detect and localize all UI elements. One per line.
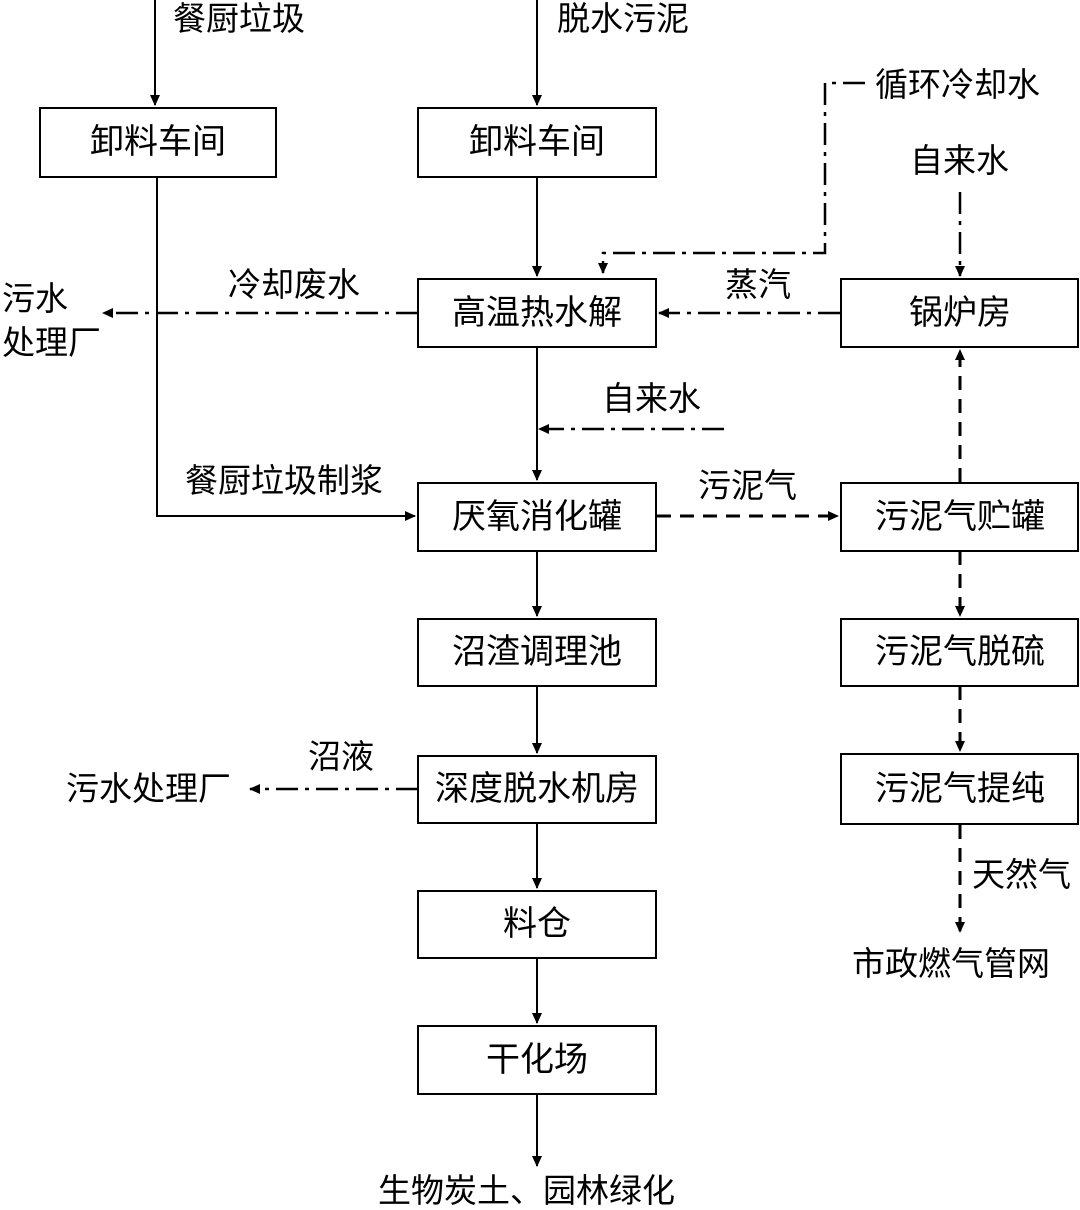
box-digester: 厌氧消化罐 (417, 482, 657, 552)
box-unload-sludge: 卸料车间 (417, 107, 657, 178)
svg-text:厌氧消化罐: 厌氧消化罐 (452, 497, 622, 537)
label-natural-gas: 天然气 (972, 855, 1071, 894)
svg-text:料仓: 料仓 (503, 904, 571, 944)
box-boiler: 锅炉房 (840, 278, 1079, 348)
label-wastewater-plant-1a: 污水 (2, 279, 68, 318)
svg-text:高温热水解: 高温热水解 (452, 293, 622, 333)
label-cooling-water: 循环冷却水 (875, 65, 1040, 104)
svg-text:沼渣调理池: 沼渣调理池 (452, 632, 622, 672)
svg-text:卸料车间: 卸料车间 (469, 122, 605, 162)
label-food-waste-in: 餐厨垃圾 (173, 0, 305, 38)
box-silo: 料仓 (417, 890, 657, 959)
label-final-use: 生物炭土、园林绿化 (378, 1171, 675, 1210)
label-cooling-wastewater: 冷却废水 (228, 265, 360, 304)
svg-text:污泥气贮罐: 污泥气贮罐 (875, 497, 1045, 537)
arrow-food-slurry (156, 178, 416, 521)
line-cooling-water (598, 81, 865, 274)
label-wastewater-plant-2: 污水处理厂 (66, 769, 231, 808)
label-tapwater-digester: 自来水 (602, 379, 701, 418)
label-biogas: 污泥气 (698, 466, 797, 505)
box-hydrolysis: 高温热水解 (417, 278, 657, 348)
svg-text:深度脱水机房: 深度脱水机房 (435, 769, 639, 809)
box-dewater: 深度脱水机房 (417, 755, 657, 824)
label-food-slurry: 餐厨垃圾制浆 (185, 461, 383, 500)
box-purify: 污泥气提纯 (840, 753, 1079, 825)
label-gas-grid: 市政燃气管网 (852, 944, 1050, 983)
label-biogas-liquid: 沼液 (308, 737, 374, 776)
box-residue-pool: 沼渣调理池 (417, 618, 657, 687)
label-steam: 蒸汽 (725, 265, 791, 304)
box-unload-food: 卸料车间 (39, 107, 277, 178)
svg-text:污泥气提纯: 污泥气提纯 (875, 769, 1045, 809)
label-tapwater-boiler: 自来水 (910, 141, 1009, 180)
label-wastewater-plant-1b: 处理厂 (2, 323, 101, 362)
svg-text:干化场: 干化场 (486, 1040, 588, 1080)
svg-text:锅炉房: 锅炉房 (909, 293, 1011, 333)
box-gas-tank: 污泥气贮罐 (840, 482, 1079, 552)
box-desulfur: 污泥气脱硫 (840, 618, 1079, 687)
box-drying: 干化场 (417, 1025, 657, 1095)
label-sludge-in: 脱水污泥 (557, 0, 689, 38)
svg-text:污泥气脱硫: 污泥气脱硫 (875, 632, 1045, 672)
svg-text:卸料车间: 卸料车间 (90, 122, 226, 162)
